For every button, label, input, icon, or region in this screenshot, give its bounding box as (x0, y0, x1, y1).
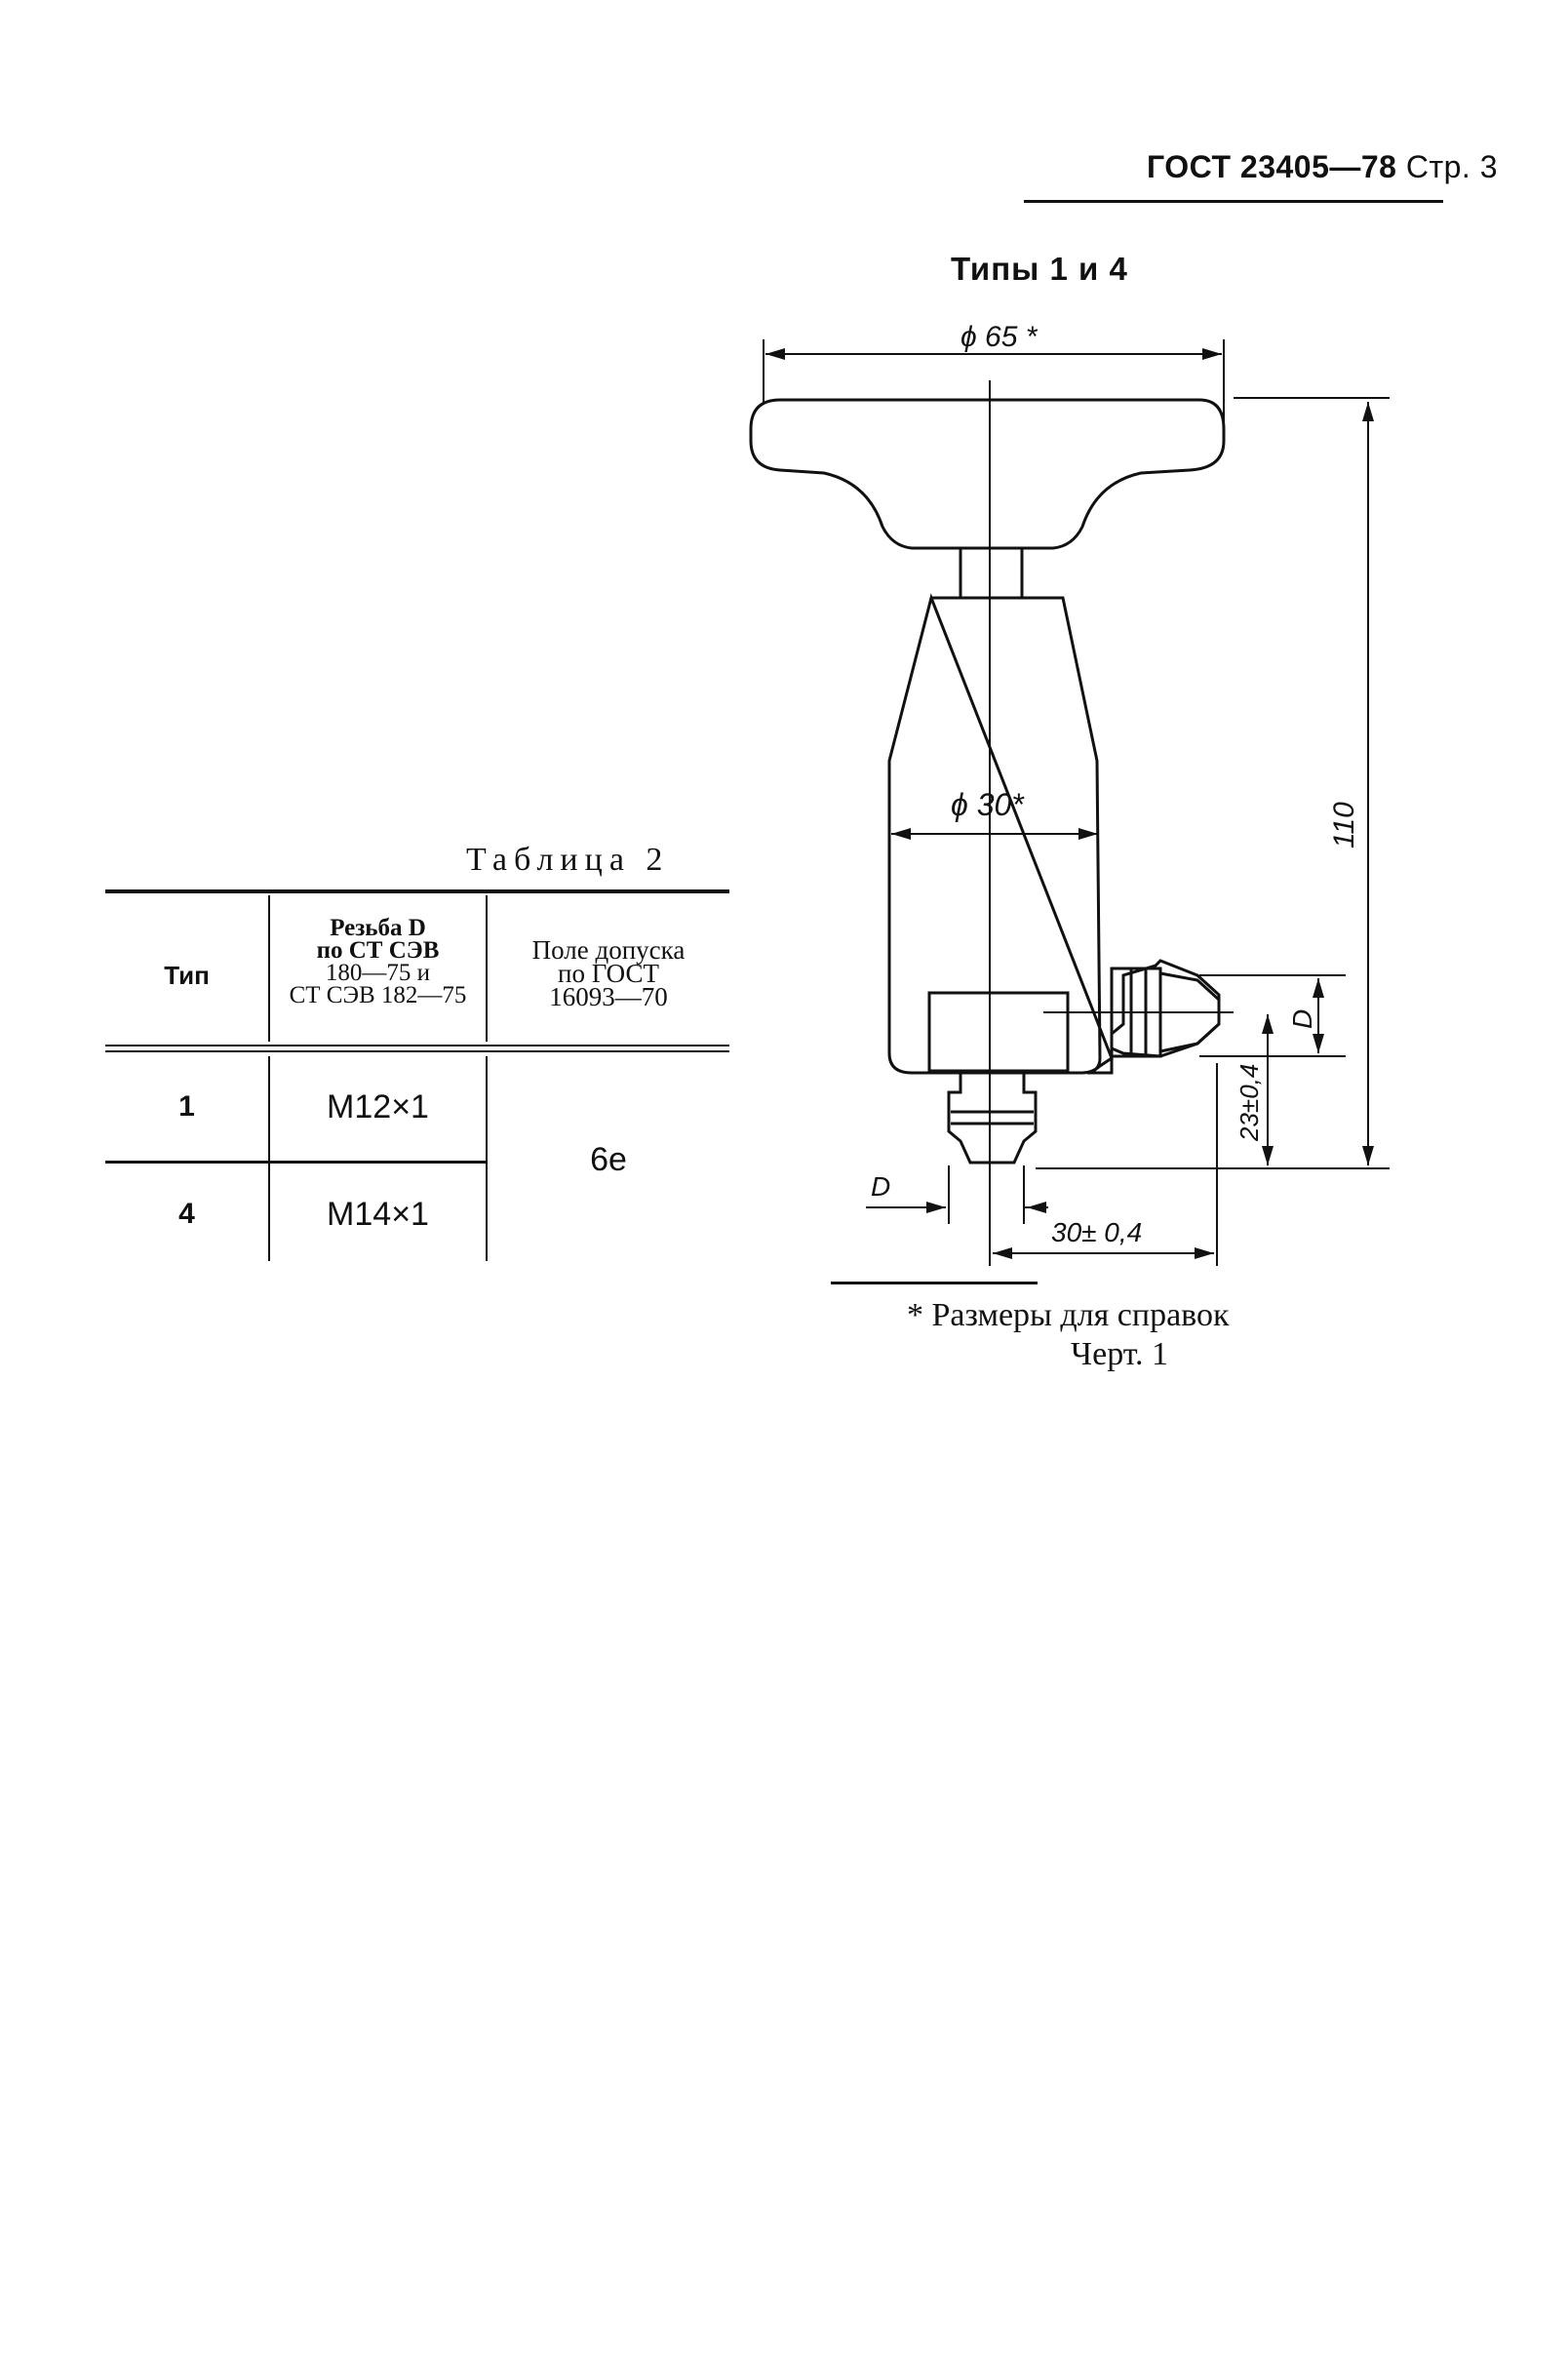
header-tolerance: Поле допуска по ГОСТ 16093—70 (488, 935, 729, 1011)
dim-label-23: 23±0,4 (1235, 1064, 1264, 1142)
row1-type: 1 (178, 1090, 195, 1123)
page-header: ГОСТ 23405—78 Стр. 3 (1147, 149, 1498, 185)
table-caption: Таблица 2 (466, 842, 670, 878)
dim-label-65: ϕ 65 * (960, 321, 1039, 353)
dim-label-30-horiz: 30± 0,4 (1051, 1217, 1142, 1247)
header-tolerance-line3: 16093—70 (549, 982, 668, 1011)
table-top-rule (105, 889, 729, 893)
table-col-rule-1b (268, 1056, 270, 1261)
bottom-fitting (947, 1073, 1038, 1165)
dim-label-side-d: D (1287, 1009, 1317, 1029)
header-rule (1024, 200, 1443, 203)
inner-port (927, 991, 1070, 1073)
header-tolerance-line2: по ГОСТ (558, 959, 659, 988)
row2-thread: M14×1 (327, 1196, 429, 1233)
table-col-rule-2a (486, 895, 488, 1042)
header-tolerance-line1: Поле допуска (531, 935, 686, 965)
header-type: Тип (164, 961, 210, 990)
table-col-rule-2b (486, 1056, 488, 1261)
header-thread-line3: 180—75 и (325, 960, 431, 986)
dim-label-bottom-d: D (871, 1171, 890, 1202)
handle-knob (749, 398, 1226, 550)
tolerance-value: 6e (590, 1141, 627, 1178)
table-col-rule-1a (268, 895, 270, 1042)
valve-body (887, 593, 1221, 1075)
header-thread: Резьба D по СТ СЭВ 180—75 и СТ СЭВ 182—7… (270, 915, 486, 1008)
header-thread-line4: СТ СЭВ 182—75 (289, 982, 467, 1008)
footnote-rule (831, 1282, 1038, 1284)
dim-label-110: 110 (1328, 802, 1360, 849)
table-header-rule-1 (105, 1045, 729, 1046)
row1-thread: M12×1 (327, 1088, 429, 1125)
table-header-rule-2 (105, 1050, 729, 1052)
standard-number: ГОСТ 23405—78 (1147, 149, 1397, 184)
drawing-title: Типы 1 и 4 (951, 251, 1128, 287)
dim-label-30: ϕ 30* (951, 787, 1025, 822)
footnote-text: * Размеры для справок (907, 1297, 1230, 1333)
table-row-rule (105, 1161, 486, 1164)
figure-label: Черт. 1 (1071, 1336, 1169, 1372)
row2-type: 4 (178, 1198, 195, 1230)
header-thread-line1: Резьба D (330, 915, 426, 941)
page-number: Стр. 3 (1405, 149, 1498, 184)
header-thread-line2: по СТ СЭВ (316, 937, 440, 964)
